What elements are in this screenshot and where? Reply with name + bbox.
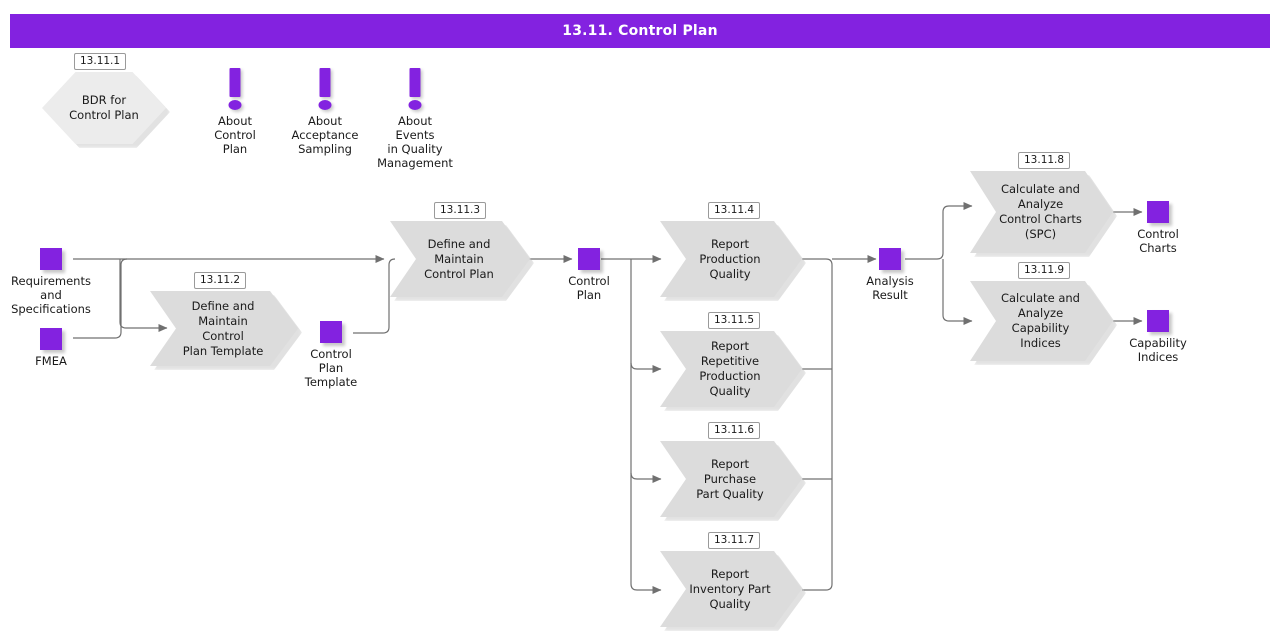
activity-label: Report Inventory Part Quality: [689, 566, 771, 611]
data-object-icon: [1147, 310, 1169, 332]
activity-label: Calculate and Analyze Capability Indices: [1000, 291, 1080, 350]
badge-13-11-6: 13.11.6: [708, 422, 761, 439]
data-object-icon: [879, 248, 901, 270]
data-object-icon: [40, 248, 62, 270]
badge-13-11-7: 13.11.7: [708, 532, 761, 549]
data-object-icon: [40, 328, 62, 350]
data-object-icon: [578, 248, 600, 270]
activity-label: Define and Maintain Control Plan: [424, 236, 494, 281]
data-object-label: Capability Indices: [1129, 336, 1187, 364]
chevron-shape[interactable]: Calculate and Analyze Control Charts (SP…: [970, 171, 1113, 253]
activity-label: Report Production Quality: [699, 236, 761, 281]
badge-13-11-5: 13.11.5: [708, 312, 761, 329]
exclamation-icon: [229, 68, 241, 97]
data-object-label: Analysis Result: [866, 274, 914, 302]
exclamation-icon: [319, 68, 331, 97]
exclamation-dot-icon: [318, 100, 332, 110]
badge-13-11-8: 13.11.8: [1018, 152, 1071, 169]
chevron-shape[interactable]: Report Repetitive Production Quality: [660, 331, 802, 407]
activity-label: Define and Maintain Control Plan Templat…: [182, 298, 264, 358]
page-title-bar: 13.11. Control Plan: [10, 14, 1270, 48]
info-label: About Events in Quality Management: [377, 114, 453, 170]
data-object-label: Control Plan Template: [304, 347, 358, 389]
info-label: About Control Plan: [214, 114, 256, 156]
chevron-shape[interactable]: Report Purchase Part Quality: [660, 441, 802, 517]
badge-13-11-9: 13.11.9: [1018, 262, 1071, 279]
hexagon-shape[interactable]: BDR for Control Plan: [42, 72, 170, 148]
activity-label: Report Repetitive Production Quality: [699, 339, 761, 398]
data-object-icon: [1147, 201, 1169, 223]
badge-13-11-4: 13.11.4: [708, 202, 761, 219]
data-object-label: FMEA: [35, 354, 67, 368]
badge-13-11-2: 13.11.2: [194, 272, 247, 289]
info-label: About Acceptance Sampling: [291, 114, 359, 156]
data-object-label: Control Charts: [1137, 227, 1179, 255]
data-object-label: Control Plan: [568, 274, 610, 302]
exclamation-dot-icon: [228, 100, 242, 110]
exclamation-icon: [409, 68, 421, 97]
chevron-shape[interactable]: Define and Maintain Control Plan Templat…: [150, 291, 298, 366]
data-object-label: Requirements and Specifications: [11, 274, 91, 316]
chevron-shape[interactable]: Report Production Quality: [660, 221, 802, 297]
chevron-shape[interactable]: Calculate and Analyze Capability Indices: [970, 281, 1113, 361]
bdr-label: BDR for Control Plan: [69, 93, 139, 122]
data-object-icon: [320, 321, 342, 343]
chevron-shape[interactable]: Define and Maintain Control Plan: [390, 221, 530, 297]
exclamation-dot-icon: [408, 100, 422, 110]
activity-label: Calculate and Analyze Control Charts (SP…: [999, 182, 1082, 241]
activity-label: Report Purchase Part Quality: [696, 456, 764, 501]
chevron-shape[interactable]: Report Inventory Part Quality: [660, 551, 802, 627]
page-title: 13.11. Control Plan: [562, 23, 718, 39]
badge-13-11-1: 13.11.1: [74, 53, 127, 70]
badge-13-11-3: 13.11.3: [434, 202, 487, 219]
